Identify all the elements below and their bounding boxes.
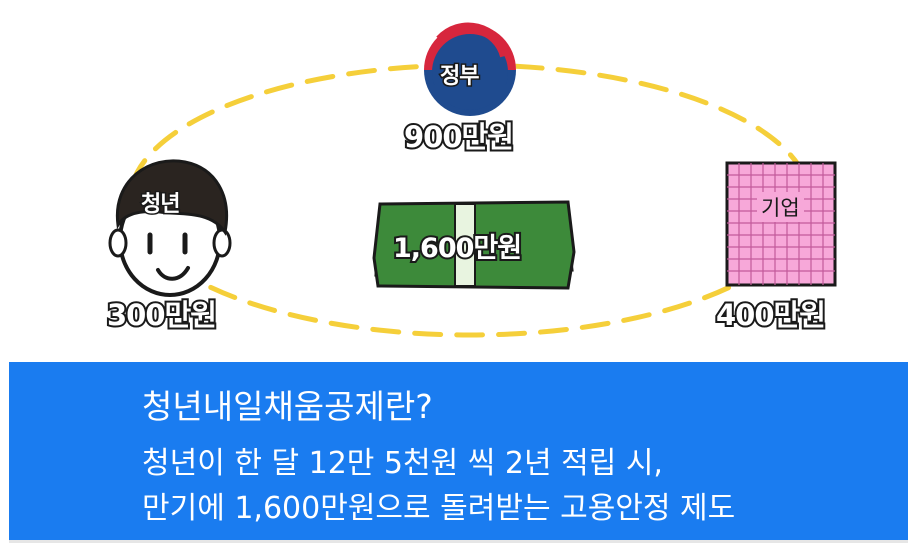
illustration-canvas: [108, 22, 837, 338]
company-label: 기업: [757, 192, 804, 222]
money-stack-icon: [372, 200, 576, 290]
government-emblem-icon: [424, 22, 516, 116]
illustration: 정부 900만원 청년 300만원 1,600만원 기업 400만원: [105, 22, 837, 338]
youth-face-icon: [108, 159, 232, 297]
banner-line-2: 만기에 1,600만원으로 돌려받는 고용안정 제도: [142, 491, 736, 526]
youth-label: 청년: [139, 191, 182, 219]
government-amount: 900만원: [402, 118, 516, 156]
banner-line-1: 청년이 한 달 12만 5천원 씩 2년 적립 시,: [142, 446, 663, 481]
company-building-icon: [725, 161, 837, 287]
bottom-divider: [9, 540, 908, 543]
banner-title: 청년내일채움공제란?: [142, 387, 433, 426]
company-amount: 400만원: [714, 296, 828, 334]
government-label: 정부: [438, 63, 481, 91]
youth-amount: 300만원: [105, 296, 219, 334]
info-banner: [9, 362, 908, 540]
total-amount: 1,600만원: [391, 231, 524, 266]
